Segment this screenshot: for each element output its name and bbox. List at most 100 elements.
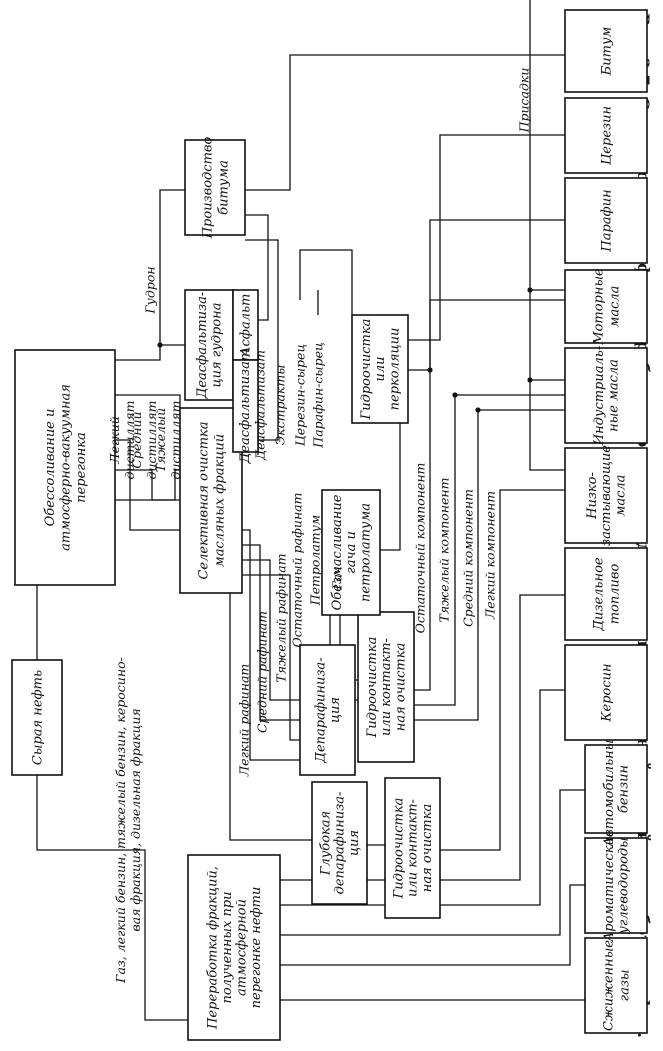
box-label-perc: Гидроочисткаилиперколяции (359, 319, 403, 421)
box-deasphaltizate: Деасфальтизат (232, 349, 259, 464)
box-hydro1: Гидроочисткаили контакт-ная очистка (357, 611, 415, 763)
junction-dot-0 (157, 342, 163, 348)
box-selective: Селективная очисткамасляных фракций (179, 407, 243, 594)
flow-line-16 (229, 593, 312, 841)
box-label-selective: Селективная очисткамасляных фракций (197, 421, 228, 579)
junction-dot-3 (427, 367, 433, 373)
box-deasphalt: Деасфальтиза-ция гудрона (184, 289, 234, 401)
flow-label-mid-dist: Среднийдистиллят (129, 401, 159, 480)
box-kerosene: Керосин (564, 644, 648, 741)
flow-line-24 (408, 134, 565, 341)
box-label-processing: Переработка фракций,полученных приатмосф… (206, 866, 264, 1030)
flow-label-paraffin-raw: Парафин-сырец (310, 342, 325, 449)
flow-label-heavy-raf: Тяжелый рафинат (273, 553, 288, 682)
box-paraffin: Парафин (564, 177, 648, 264)
flow-label-ceresin-raw: Церезин-сырец (292, 344, 307, 447)
box-label-asphalt: Асфальт (238, 294, 253, 358)
box-label-bitumen: Битум (600, 27, 615, 77)
box-industrial: Индустриаль-ные масла (564, 346, 648, 446)
flow-line-12 (242, 559, 300, 701)
box-hydro2: Гидроочисткаили контакт-ная очистка (384, 777, 441, 919)
box-label-dewax: Депарафиниза-ция (314, 657, 343, 763)
flow-line-2 (115, 394, 181, 408)
flow-lines (36, 0, 585, 1021)
flow-labels: Газ, легкий бензин, тяжелый бензин, керо… (107, 68, 532, 984)
flow-line-37 (280, 884, 585, 966)
box-label-ceresin: Церезин (600, 106, 615, 165)
box-label-deasphalt: Деасфальтиза-ция гудрона (195, 292, 224, 400)
flow-label-resid-comp: Остаточный компонент (412, 463, 427, 634)
box-deoiling: Обезмасливаниегача ипетролатума (321, 489, 381, 616)
flow-line-30 (440, 489, 565, 851)
box-ceresin: Церезин (564, 97, 648, 174)
box-gasoline: Автомобильныйбензин (584, 731, 648, 848)
box-aromatics: Ароматическиеуглеводороды (584, 829, 648, 943)
flow-line-36 (280, 789, 585, 936)
flow-line-13 (242, 529, 300, 761)
box-processing: Переработка фракций,полученных приатмосф… (187, 854, 281, 1041)
flow-line-11 (242, 239, 279, 441)
flow-label-mid-comp: Средний компонент (460, 489, 475, 627)
box-label-gasoline: Автомобильныйбензин (602, 731, 631, 847)
box-label-diesel: Дизельноетопливо (592, 557, 623, 631)
junction-dot-4 (452, 392, 458, 398)
flow-line-14 (242, 574, 300, 741)
flow-line-28 (414, 394, 565, 706)
box-label-motor: Моторныемасла (592, 268, 623, 346)
flow-line-7 (159, 189, 185, 345)
flow-label-additives: Присадки (516, 68, 531, 134)
flow-line-5 (115, 469, 180, 501)
box-label-hydro1: Гидроочисткаили контакт-ная очистка (365, 637, 409, 739)
flow-line-3 (115, 439, 180, 531)
flow-line-15 (242, 544, 300, 721)
junction-dot-5 (475, 407, 481, 413)
box-label-bitumen-prod: Производствобитума (201, 137, 232, 240)
flow-label-heavy-comp: Тяжелый компонент (436, 477, 451, 622)
flow-line-1 (36, 775, 188, 1021)
box-label-lowpour: Низко-застывающиемасла (585, 445, 629, 546)
flow-label-light-dist: Легкийдистиллят (107, 401, 137, 480)
flow-label-light-raf: Легкий рафинат (236, 664, 251, 778)
box-label-desalting: Обессоливание иатмосферно-вакуумнаяперег… (43, 384, 89, 551)
box-diesel: Дизельноетопливо (564, 547, 648, 641)
flow-line-8 (245, 54, 565, 191)
box-motor: Моторныемасла (564, 268, 648, 346)
box-perc: Гидроочисткаилиперколяции (351, 314, 409, 424)
box-label-deasphaltizate: Деасфальтизат (238, 349, 253, 464)
flow-line-6 (115, 344, 185, 361)
flow-label-mid-raf: Средний рафинат (254, 611, 269, 733)
box-label-aromatics: Ароматическиеуглеводороды (602, 829, 631, 942)
flow-label-gudron: Гудрон (142, 266, 157, 314)
box-label-lpg: Сжиженныегазы (602, 940, 633, 1031)
box-label-paraffin: Парафин (600, 189, 615, 252)
flow-label-extracts: Экстракты (272, 365, 287, 446)
box-deep-dewax: Глубокаядепарафиниза-ция (311, 781, 368, 905)
box-bitumen: Битум (564, 9, 648, 93)
box-asphalt: Асфальт (232, 289, 259, 361)
flow-line-22 (380, 423, 401, 551)
box-label-hydro2: Гидроочисткаили контакт-ная очистка (391, 798, 435, 900)
box-lpg: Сжиженныегазы (584, 937, 648, 1034)
box-label-deoiling: Обезмасливаниегача ипетролатума (330, 494, 374, 610)
junction-dot-2 (527, 377, 533, 383)
box-desalting: Обессоливание иатмосферно-вакуумнаяперег… (14, 349, 116, 586)
flow-label-heavy-dist: Тяжелыйдистиллят (153, 401, 183, 480)
flow-line-23 (408, 219, 565, 371)
flow-label-resid-raf: Остаточный рафинат (289, 493, 304, 648)
flow-line-9 (245, 214, 269, 321)
box-crude: Сырая нефть (11, 659, 63, 776)
flow-label-light-comp: Легкий компонент (482, 491, 497, 620)
box-lowpour: Низко-застывающиемасла (564, 445, 648, 546)
flow-line-29 (414, 409, 565, 721)
box-label-industrial: Индустриаль-ные масла (592, 346, 621, 446)
flow-line-25 (299, 249, 353, 315)
box-dewax: Депарафиниза-ция (299, 644, 356, 776)
box-label-deep-dewax: Глубокаядепарафиниза-ция (318, 792, 362, 895)
flow-line-31 (529, 0, 565, 471)
flow-label-petrolatum: Петролатум (307, 515, 322, 607)
flow-label-gach: Гач (329, 566, 344, 591)
junction-dot-1 (527, 287, 533, 293)
flow-label-gas-fractions: Газ, легкий бензин, тяжелый бензин, керо… (113, 657, 143, 984)
